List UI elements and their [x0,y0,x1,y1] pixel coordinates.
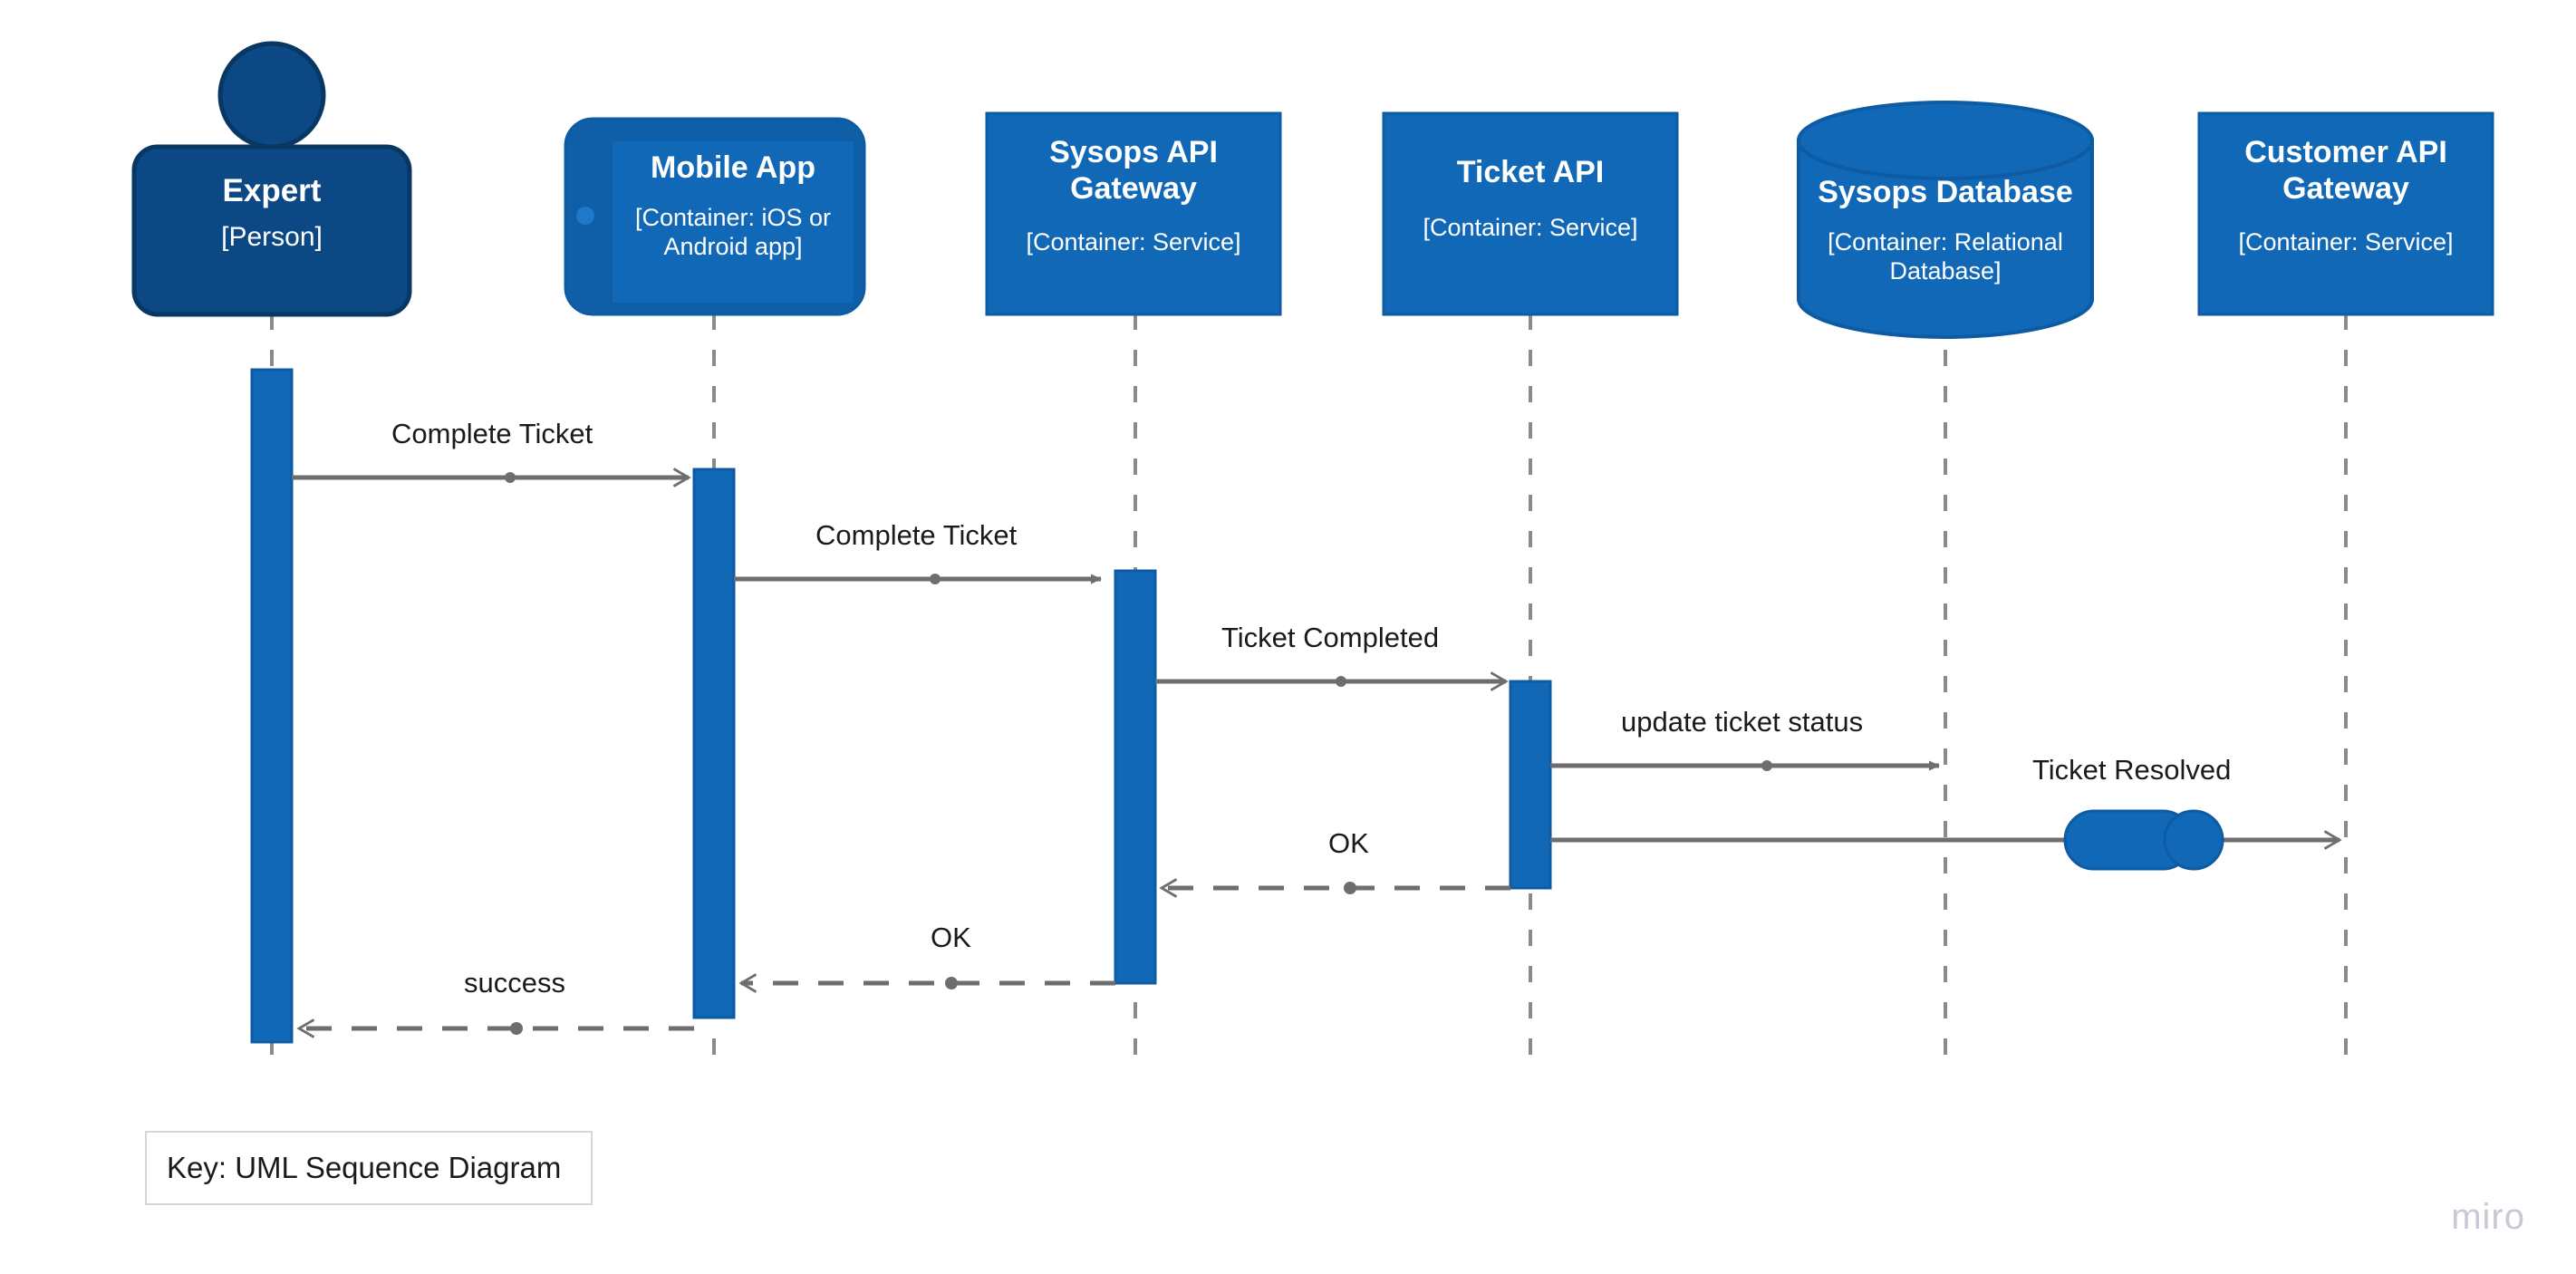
key-legend-box: Key: UML Sequence Diagram [145,1131,593,1205]
participant-shape-sysops-api-gateway[interactable] [985,111,1282,316]
activation-bar-expert[interactable] [250,368,294,1044]
activation-bar-ticket-api[interactable] [1509,680,1552,890]
message-label-m5: Ticket Resolved [2032,754,2232,786]
activation-bar-sysops-api-gateway[interactable] [1114,569,1157,985]
message-arrow-m8[interactable] [296,1018,694,1038]
message-label-m8: success [464,967,565,999]
participant-shape-sysops-database[interactable] [1797,101,2094,339]
message-arrow-m2[interactable] [734,574,1102,584]
participant-shape-expert[interactable] [131,41,412,317]
participant-shape-customer-api-gateway[interactable] [2197,111,2494,316]
message-label-m3: Ticket Completed [1221,622,1440,653]
key-legend-label: Key: UML Sequence Diagram [167,1151,562,1184]
participant-shape-ticket-api[interactable] [1382,111,1679,316]
message-arrow-m6[interactable] [1159,878,1510,898]
message-arrow-m5[interactable] [1550,809,2342,871]
participant-shape-mobile-app[interactable] [564,117,866,316]
message-label-m4: update ticket status [1621,706,1864,738]
message-label-m1: Complete Ticket [391,418,593,449]
message-arrow-m4[interactable] [1550,760,1940,771]
activation-bars-group [250,368,1552,1044]
message-label-m6: OK [1328,827,1369,859]
message-label-m7: OK [931,922,971,953]
message-arrow-m3[interactable] [1155,671,1509,691]
miro-watermark: miro [2451,1197,2525,1237]
ticket-resolved-capsule-badge[interactable] [2063,809,2224,871]
message-arrow-m1[interactable] [292,468,691,487]
message-label-m2: Complete Ticket [815,519,1018,551]
message-arrow-m7[interactable] [738,973,1115,993]
activation-bar-mobile-app[interactable] [692,468,736,1019]
